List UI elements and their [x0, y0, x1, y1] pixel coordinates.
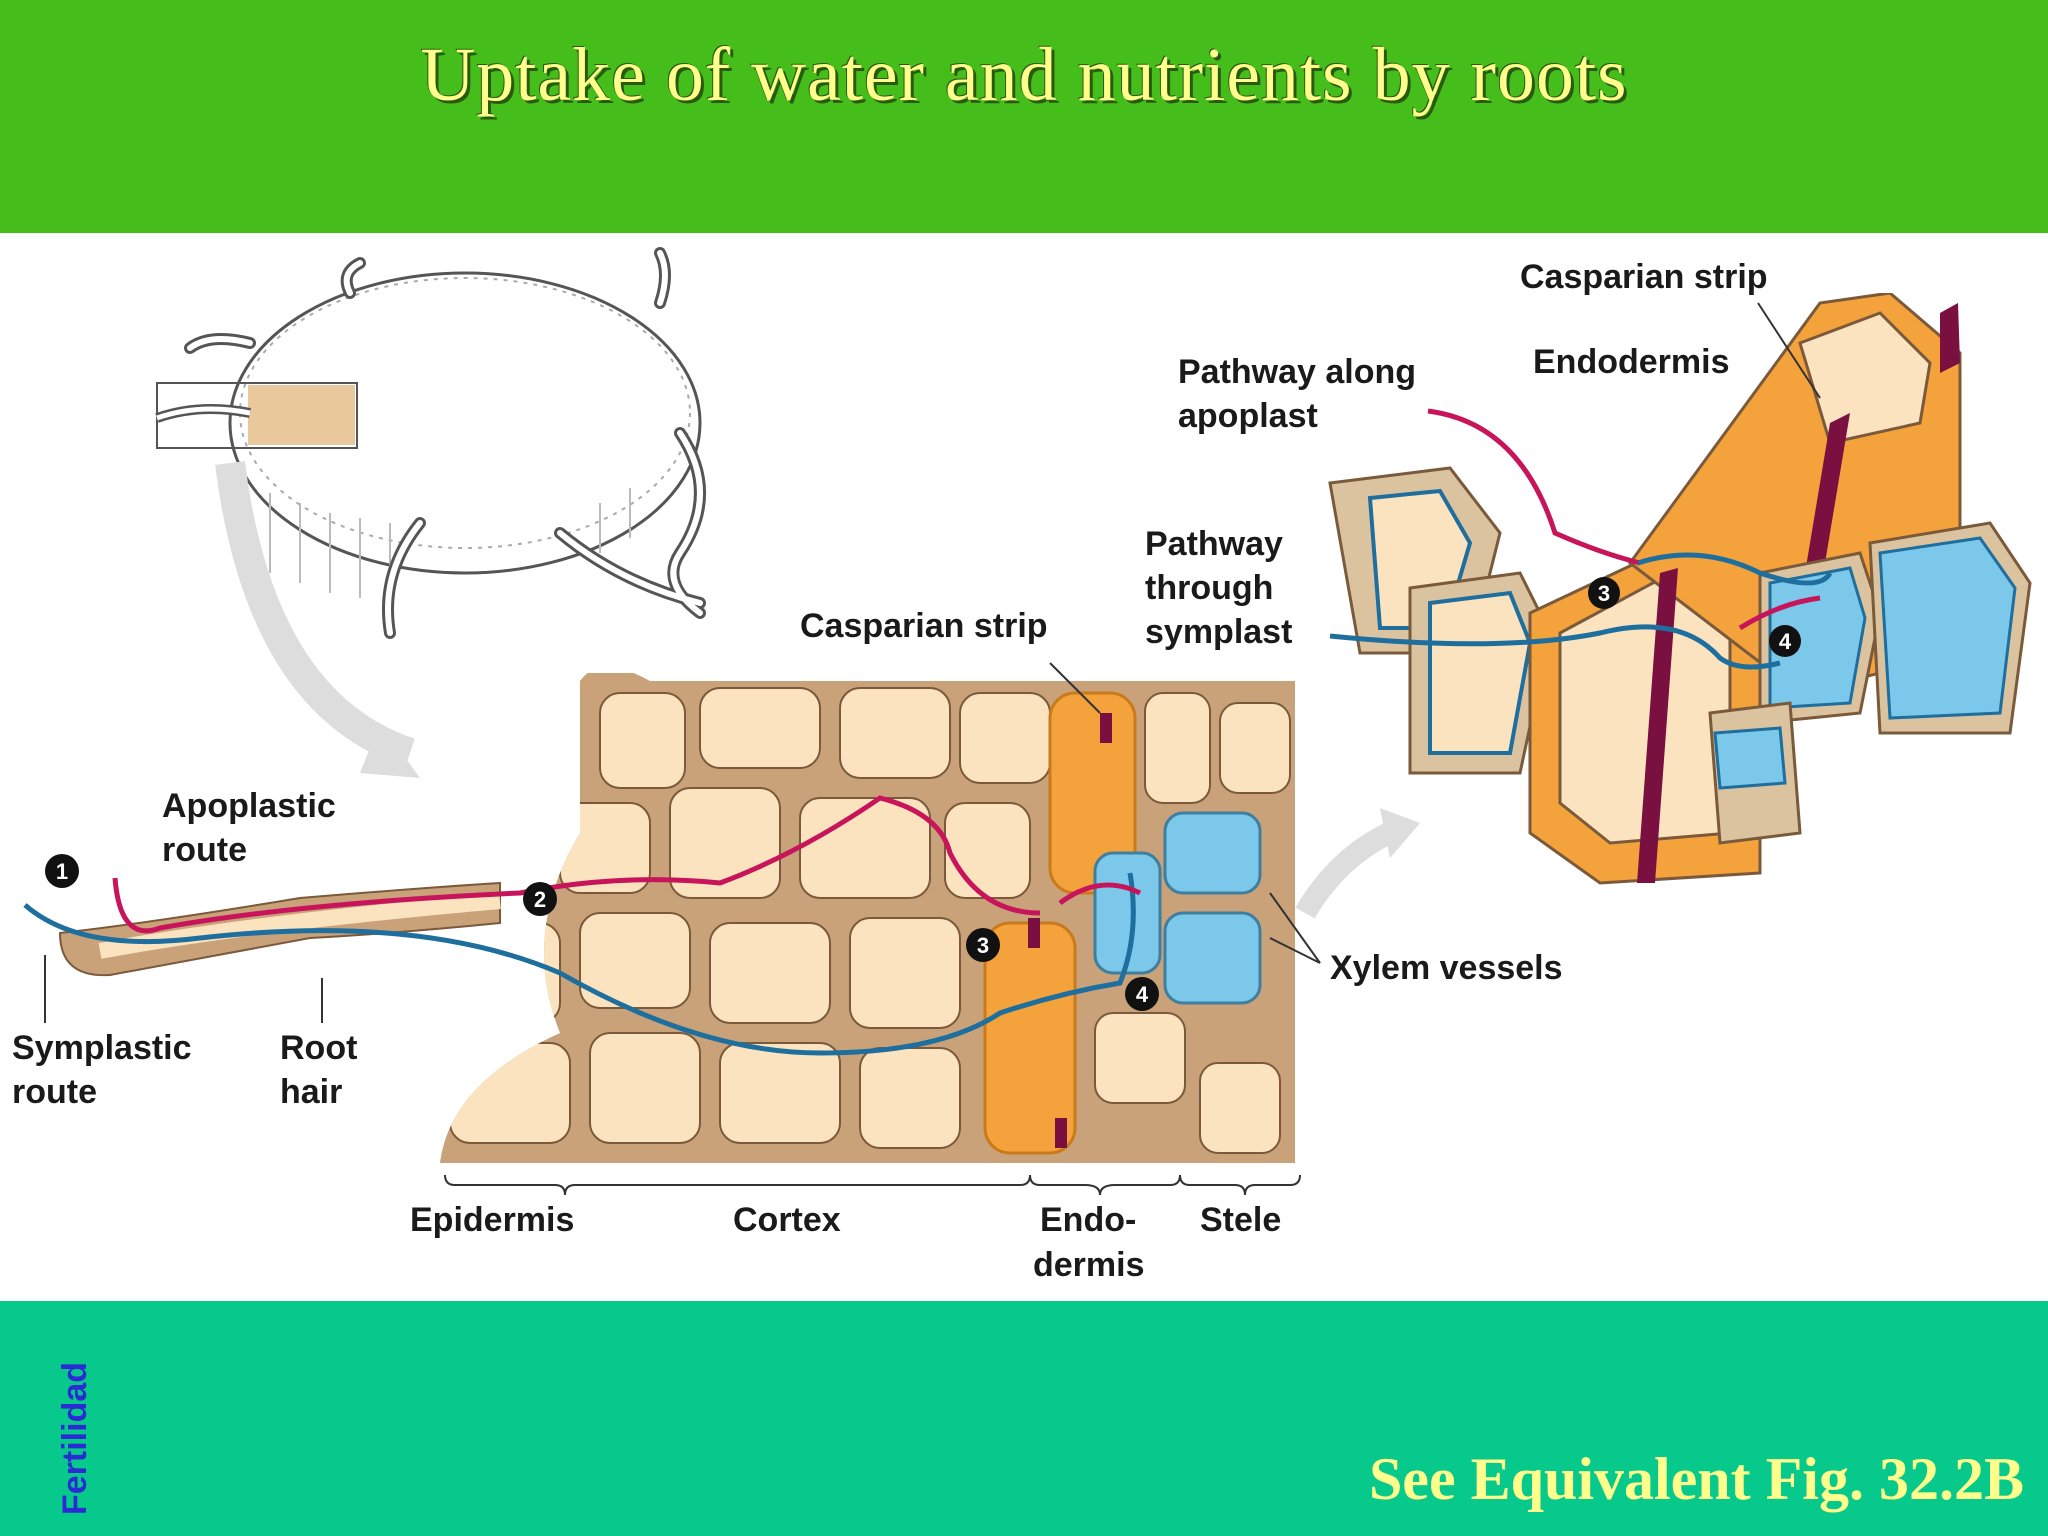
slide-title: Uptake of water and nutrients by roots: [420, 33, 1628, 117]
step-marker-2: 2: [523, 882, 557, 916]
title-bar: [0, 0, 2048, 233]
step-marker-3-detail: 3: [1588, 577, 1620, 609]
root-cross-section-illustration: [155, 247, 1420, 919]
svg-text:4: 4: [1136, 982, 1149, 1007]
label-casparian-strip-right: Casparian strip: [1520, 258, 1768, 296]
label-root-hair-2: hair: [280, 1073, 342, 1111]
label-pathway-symplast-2: through: [1145, 569, 1273, 607]
label-cortex: Cortex: [733, 1201, 841, 1239]
label-pathway-symplast-3: symplast: [1145, 613, 1292, 651]
label-symplastic-route-2: route: [12, 1073, 97, 1111]
label-casparian-strip-center: Casparian strip: [800, 607, 1048, 645]
label-pathway-apoplast-2: apoplast: [1178, 397, 1318, 435]
svg-text:3: 3: [1598, 581, 1610, 606]
svg-text:2: 2: [534, 887, 546, 912]
label-xylem-vessels: Xylem vessels: [1330, 949, 1563, 987]
svg-text:1: 1: [56, 859, 68, 884]
label-pathway-apoplast-1: Pathway along: [1178, 353, 1416, 391]
step-marker-3: 3: [966, 928, 1000, 962]
label-stele: Stele: [1200, 1201, 1281, 1239]
label-apoplastic-route-1: Apoplastic: [162, 787, 336, 825]
root-uptake-diagram: 1 2 3 4 3 4 Apoplastic: [0, 233, 2048, 1301]
label-apoplastic-route-2: route: [162, 831, 247, 869]
symplastic-path: [23, 872, 1136, 1056]
cell-tissue-illustration: [440, 673, 1295, 1163]
label-epidermis: Epidermis: [410, 1201, 574, 1239]
svg-text:4: 4: [1779, 629, 1792, 654]
step-marker-4: 4: [1125, 977, 1159, 1011]
apoplastic-path: [112, 795, 1041, 934]
label-pathway-symplast-1: Pathway: [1145, 525, 1283, 563]
label-symplastic-route-1: Symplastic: [12, 1029, 192, 1067]
label-endodermis-bottom-1: Endo-: [1040, 1201, 1136, 1239]
step-marker-4-detail: 4: [1769, 625, 1801, 657]
label-endodermis-right: Endodermis: [1533, 343, 1729, 381]
endodermis-3d-illustration: [1328, 293, 2032, 885]
footer-bar: [0, 1301, 2048, 1536]
sidebar-vertical-text: Fertilidad: [56, 1361, 94, 1515]
label-endodermis-bottom-2: dermis: [1033, 1246, 1145, 1284]
label-root-hair-1: Root: [280, 1029, 357, 1067]
step-marker-1: 1: [45, 854, 79, 888]
figure-reference: See Equivalent Fig. 32.2B: [1368, 1446, 2024, 1512]
svg-text:3: 3: [977, 933, 989, 958]
